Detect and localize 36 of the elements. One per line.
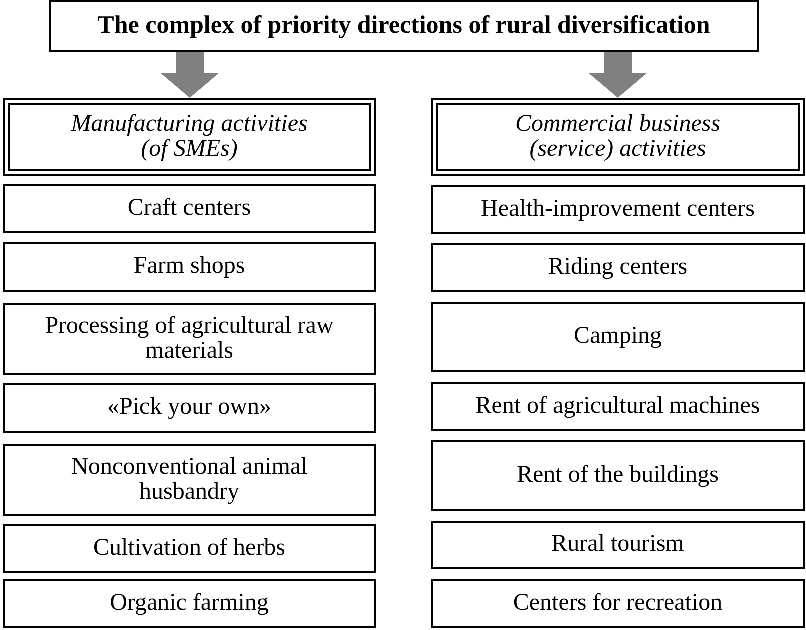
- activity-box: [3, 579, 376, 628]
- activity-box: [3, 242, 376, 292]
- category-label: Commercial business (service) activities: [514, 112, 722, 162]
- title-box: [49, 0, 759, 52]
- activity-box: [431, 302, 805, 372]
- activity-label: Riding centers: [548, 254, 688, 280]
- activity-box: [431, 521, 805, 569]
- activity-label: Organic farming: [110, 590, 269, 616]
- title-text: The complex of priority directions of rural diversification: [98, 12, 710, 40]
- activity-box: [3, 184, 376, 233]
- activity-label: Health-improvement centers: [481, 196, 755, 222]
- activity-label: Rent of agricultural machines: [476, 394, 760, 420]
- activity-label: Farm shops: [134, 254, 246, 280]
- category-box: [3, 98, 376, 176]
- activity-box: [3, 524, 376, 573]
- activity-label: Processing of agricultural raw materials: [45, 314, 334, 364]
- activity-label: Centers for recreation: [513, 590, 723, 616]
- activity-label: Rural tourism: [552, 532, 684, 558]
- activity-label: Craft centers: [128, 196, 252, 222]
- activity-label: Nonconventional animal husbandry: [70, 454, 309, 506]
- activity-box: [431, 185, 805, 234]
- activity-box: [431, 382, 805, 431]
- activity-label: Rent of the buildings: [517, 462, 719, 488]
- activity-box: [431, 243, 805, 292]
- activity-label: «Pick your own»: [108, 395, 272, 421]
- activity-box: [431, 440, 805, 511]
- category-box: [431, 98, 805, 176]
- activity-label: Cultivation of herbs: [94, 536, 286, 562]
- block-arrow: [588, 52, 648, 98]
- category-label: Manufacturing activities (of SMEs): [70, 112, 309, 162]
- activity-box: [3, 303, 376, 375]
- block-arrow: [160, 52, 220, 98]
- activity-box: [3, 444, 376, 516]
- activity-box: [3, 383, 376, 433]
- activity-label: Camping: [574, 324, 662, 350]
- activity-box: [431, 579, 805, 628]
